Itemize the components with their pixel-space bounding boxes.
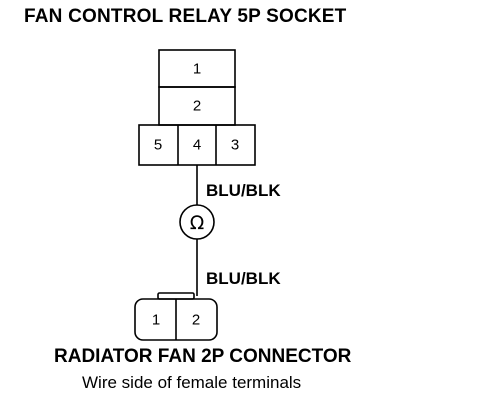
fan-pin-1-label: 1: [152, 312, 160, 329]
relay-pin-3-label: 3: [231, 137, 239, 154]
fan-connector-latch: [157, 292, 195, 300]
ohm-symbol: Ω: [190, 212, 205, 234]
relay-pin-5-label: 5: [154, 137, 162, 154]
relay-pin-4-label: 4: [193, 137, 201, 154]
relay-socket-title: FAN CONTROL RELAY 5P SOCKET: [24, 6, 347, 27]
fan-pin-2-label: 2: [192, 312, 200, 329]
fan-connector-subtitle: Wire side of female terminals: [82, 373, 302, 392]
fan-connector-title: RADIATOR FAN 2P CONNECTOR: [54, 346, 352, 367]
wire-upper-label: BLU/BLK: [206, 181, 281, 200]
wire-lower-label: BLU/BLK: [206, 269, 281, 288]
fan-connector: [134, 292, 218, 341]
relay-pin-2-label: 2: [193, 98, 201, 115]
relay-pin-1-label: 1: [193, 61, 201, 78]
